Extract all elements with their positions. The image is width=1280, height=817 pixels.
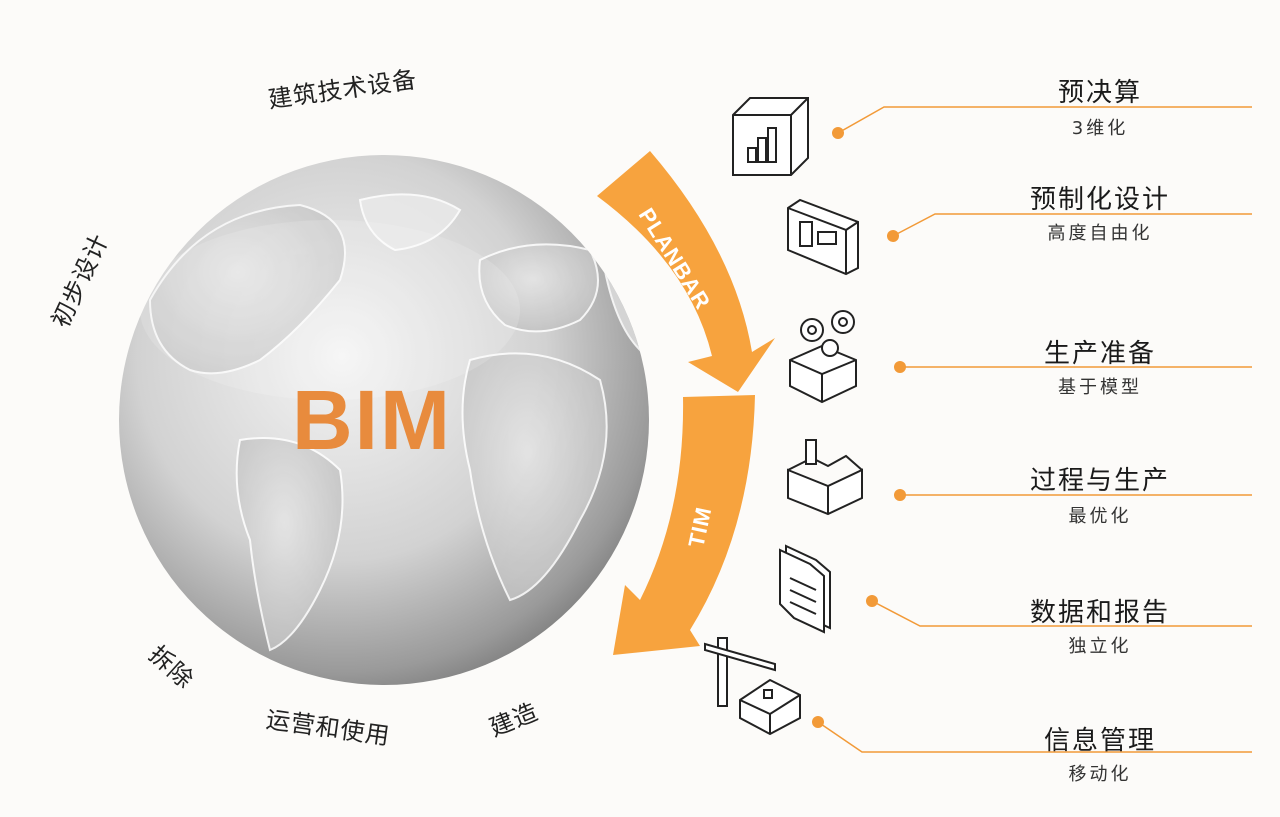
item-budget-subtitle: 3维化 (1071, 118, 1129, 139)
connectors (817, 106, 1252, 753)
item-production-prep-title: 生产准备 (1043, 339, 1156, 369)
chart-box-icon (732, 97, 809, 176)
item-info-title: 信息管理 (1043, 726, 1156, 756)
item-production-prep-subtitle: 基于模型 (1058, 377, 1142, 398)
connector-dots (812, 127, 906, 728)
connector-dot (894, 489, 906, 501)
crane-house-icon (704, 637, 801, 736)
item-data-title: 数据和报告 (1029, 598, 1170, 628)
planbar-arrow (597, 151, 775, 392)
item-process-subtitle: 最优化 (1068, 506, 1132, 527)
item-prefab-subtitle: 高度自由化 (1047, 223, 1153, 244)
item-budget-title: 预决算 (1057, 78, 1142, 108)
item-info-subtitle: 移动化 (1068, 764, 1132, 785)
center-label: BIM (292, 373, 452, 467)
wall-panel-icon (787, 198, 859, 276)
item-prefab-title: 预制化设计 (1029, 185, 1170, 215)
factory-icon (787, 439, 863, 516)
item-process-title: 过程与生产 (1029, 466, 1170, 496)
globe (119, 155, 649, 685)
tim-arrow (613, 395, 755, 655)
connector-dot (832, 127, 844, 139)
connector-dot (812, 716, 824, 728)
gears-box-icon (789, 310, 857, 404)
connector-dot (894, 361, 906, 373)
connector-dot (887, 230, 899, 242)
connector-dot (866, 595, 878, 607)
item-data-subtitle: 独立化 (1068, 636, 1132, 657)
document-icon (779, 544, 831, 634)
